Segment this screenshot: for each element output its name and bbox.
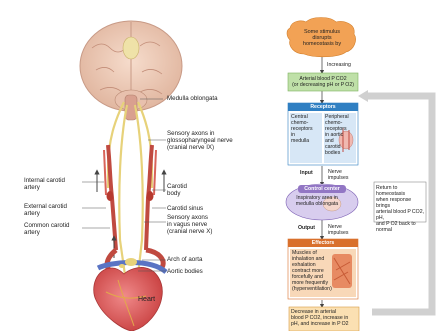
input-impulses-text: Nerve impulses (328, 169, 348, 181)
label-common-carotid: Common carotid artery (24, 222, 69, 236)
effectors-text: Muscles of inhalation and exhalation con… (292, 250, 336, 292)
control-center-title: Control center (298, 186, 346, 192)
label-carotid-sinus: Carotid sinus (167, 205, 203, 212)
label-glossopharyngeal-axons: Sensory axons in glossopharyngeal nerve … (167, 130, 233, 151)
heart-illustration (94, 250, 166, 331)
control-center-text: Inspiratory area in medulla oblongata (292, 195, 342, 207)
controlled-condition-text: Arterial blood P CO2 (or decreasing pH o… (288, 76, 358, 88)
response-text: Decrease in arterial blood P CO2, increa… (291, 309, 359, 327)
receptors-title: Receptors (288, 104, 358, 110)
label-heart: Heart (138, 296, 155, 303)
label-external-carotid: External carotid artery (24, 203, 67, 217)
label-medulla-oblongata: Medulla oblongata (167, 95, 218, 102)
label-carotid-body: Carotid body (167, 183, 187, 197)
output-label: Output (298, 225, 315, 231)
increasing-text: Increasing (327, 62, 351, 68)
carotid-arteries (104, 145, 156, 250)
label-internal-carotid: Internal carotid artery (24, 177, 65, 191)
central-chemoreceptors-text: Central chemo- receptors in medulla (291, 114, 323, 144)
stimulus-text: Some stimulus disrupts homeostasis by (296, 29, 348, 48)
output-impulses-text: Nerve impulses (328, 224, 348, 236)
label-vagus-axons: Sensory axons in vagus nerve (cranial ne… (167, 214, 212, 235)
brain-illustration (80, 21, 182, 120)
input-label: Input (300, 170, 313, 176)
label-arch-of-aorta: Arch of aorta (167, 256, 202, 263)
peripheral-chemoreceptors-text: Peripheral chemo- receptors in aortic an… (325, 114, 357, 156)
label-aortic-bodies: Aortic bodies (167, 268, 203, 275)
effectors-title: Effectors (288, 240, 358, 246)
return-to-homeostasis-text: Return to homeostasis when response brin… (376, 185, 426, 233)
